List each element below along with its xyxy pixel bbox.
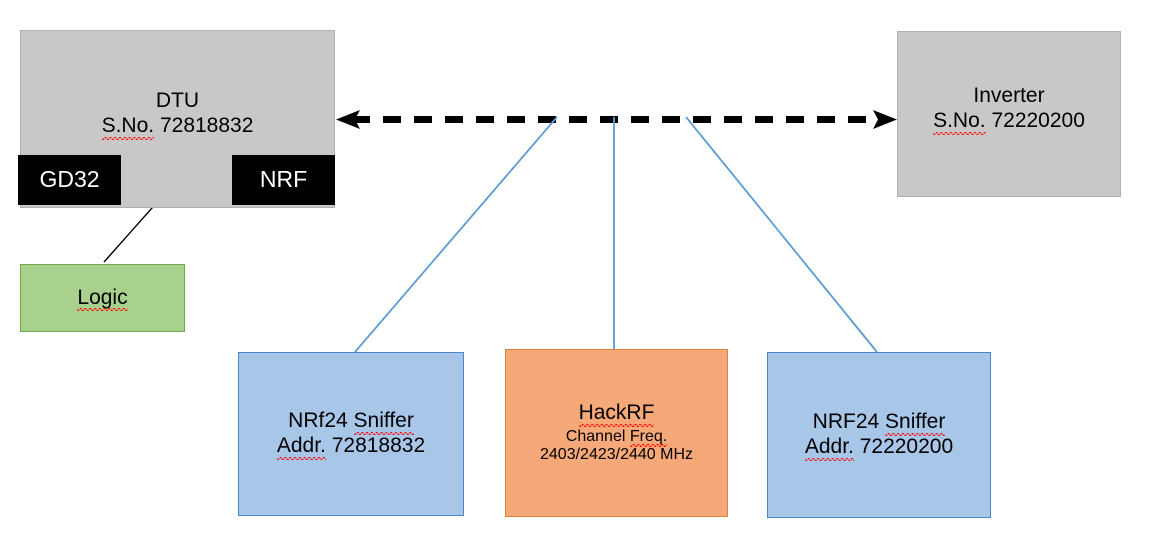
dtu-serial-value: 72818832 [159, 113, 254, 137]
hackrf-title: HackRF [578, 400, 655, 427]
node-inverter[interactable]: Inverter S.No. 72220200 [897, 31, 1121, 197]
hackrf-subtitle: Channel Freq. [565, 427, 668, 448]
inverter-serial: S.No. 72220200 [933, 108, 1085, 135]
nrf24-left-addr-value: 72818832 [331, 434, 426, 457]
connector-nrf24-right-tap [685, 116, 878, 353]
nrf24-right-addr-value: 72220200 [859, 435, 954, 458]
gd32-label: GD32 [39, 166, 100, 193]
logic-label: Logic [77, 285, 128, 312]
node-hackrf[interactable]: HackRF Channel Freq. 2403/2423/2440 MHz [505, 349, 728, 517]
inverter-serial-label: S.No. [933, 108, 986, 135]
inverter-serial-value: 72220200 [991, 108, 1085, 132]
node-logic[interactable]: Logic [20, 264, 185, 332]
nrf24-right-addr: Addr. 72220200 [804, 435, 954, 461]
dtu-serial: S.No. 72818832 [101, 113, 254, 140]
nrf24-left-addr: Addr. 72818832 [276, 434, 426, 460]
nrf24-right-addr-label: Addr. [804, 435, 854, 461]
connector-dtu-inverter [336, 110, 897, 129]
dtu-title: DTU [155, 89, 200, 112]
nrf-label: NRF [259, 166, 308, 193]
node-nrf24-sniffer-right[interactable]: NRF24 Sniffer Addr. 72220200 [767, 352, 991, 518]
dtu-serial-label: S.No. [101, 113, 155, 140]
connector-nrf24-left-tap [354, 116, 558, 353]
node-nrf24-sniffer-left[interactable]: NRf24 Sniffer Addr. 72818832 [238, 352, 464, 516]
inverter-title: Inverter [973, 84, 1045, 107]
nrf24-right-title: NRF24 Sniffer [812, 410, 946, 436]
nrf24-left-addr-label: Addr. [276, 434, 326, 460]
nrf24-left-title: NRf24 Sniffer [288, 409, 415, 435]
node-gd32[interactable]: GD32 [18, 155, 121, 205]
hackrf-frequencies: 2403/2423/2440 MHz [540, 446, 693, 464]
node-nrf[interactable]: NRF [232, 155, 335, 205]
